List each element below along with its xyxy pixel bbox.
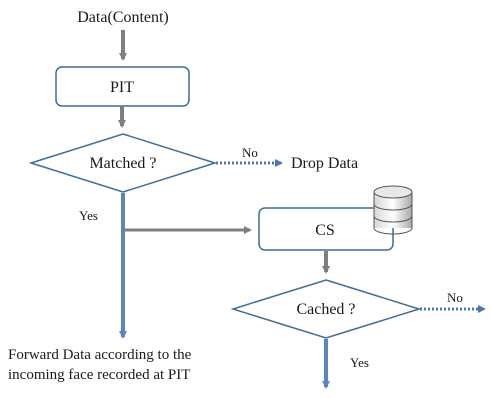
matched-label: Matched ? — [89, 155, 156, 172]
yes-label-1: Yes — [79, 208, 98, 223]
cached-decision — [230, 279, 422, 339]
database-icon — [373, 185, 413, 235]
forward-label-line-1: Forward Data according to the — [8, 347, 192, 363]
no-label-1: No — [242, 145, 258, 160]
drop-data-label: Drop Data — [291, 155, 358, 172]
input-label: Data(Content) — [77, 9, 169, 26]
yes-label-2: Yes — [350, 355, 369, 370]
cached-label: Cached ? — [296, 301, 355, 318]
no-label-2: No — [447, 290, 463, 305]
forward-label-line-2: incoming face recorded at PIT — [8, 367, 190, 383]
cs-box — [258, 207, 394, 251]
cs-label: CS — [315, 222, 335, 239]
matched-decision — [28, 133, 218, 193]
pit-label: PIT — [110, 79, 134, 96]
